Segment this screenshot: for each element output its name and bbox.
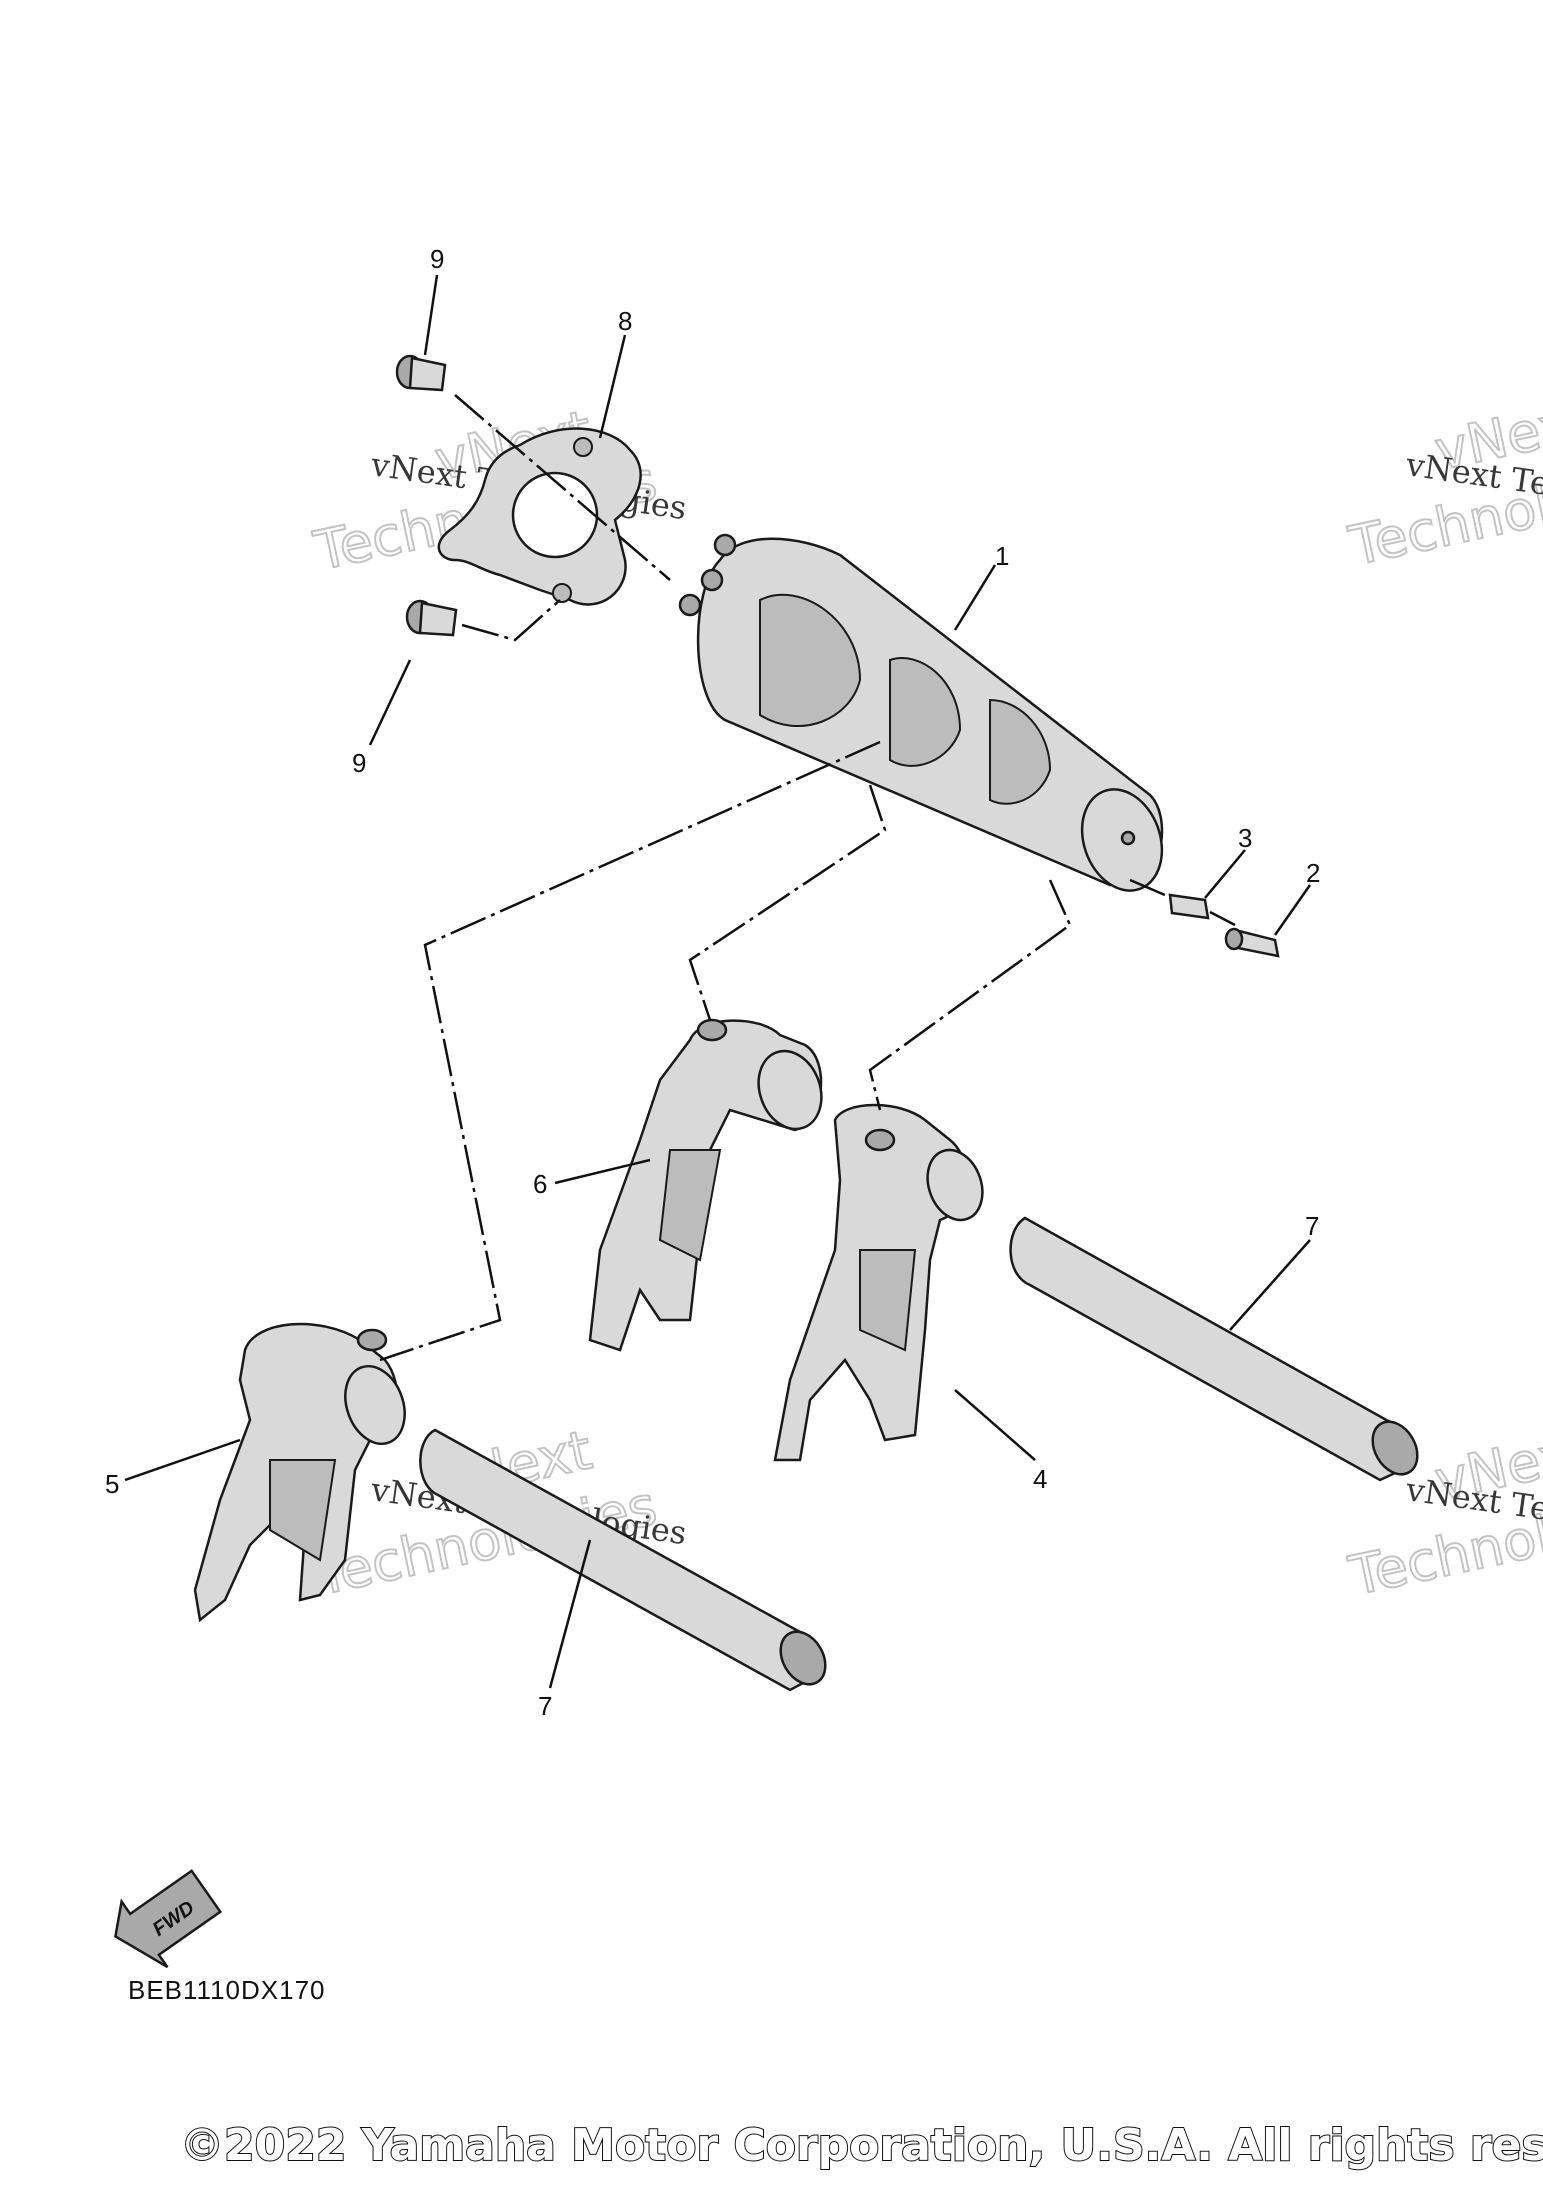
callout-8: 8 <box>618 306 632 336</box>
callout-9-top: 9 <box>430 244 444 274</box>
assembly-lines <box>379 394 1236 1362</box>
callout-3: 3 <box>1238 823 1252 853</box>
part-7-guide-bar-left <box>419 1428 827 1692</box>
part-4-shift-fork <box>773 1103 984 1462</box>
callout-7-right: 7 <box>1305 1211 1319 1241</box>
callout-6: 6 <box>533 1169 547 1199</box>
part-2-screw <box>1224 927 1280 958</box>
part-9-bolt-bottom <box>405 599 458 637</box>
callout-1: 1 <box>995 541 1009 571</box>
part-7-guide-bar-right <box>1009 1216 1419 1482</box>
fwd-arrow-icon: FWD <box>114 1869 223 1969</box>
part-9-bolt-top <box>395 354 447 392</box>
watermark-top-right: vNext Technologies vNext Technologies <box>1343 387 1543 579</box>
callout-7-left: 7 <box>538 1691 552 1721</box>
part-8-segment <box>437 427 642 606</box>
leader-lines <box>124 274 1312 1689</box>
part-3-pin <box>1168 893 1210 920</box>
part-5-shift-fork <box>193 1322 406 1623</box>
callout-5: 5 <box>105 1469 119 1499</box>
callout-4: 4 <box>1033 1464 1047 1494</box>
callout-2: 2 <box>1306 858 1320 888</box>
copyright-notice: ©2022 Yamaha Motor Corporation, U.S.A. A… <box>180 2120 1543 2171</box>
part-1-shift-drum <box>678 533 1164 892</box>
drawing-code: BEB1110DX170 <box>128 1975 326 2005</box>
part-6-shift-fork <box>588 1018 823 1352</box>
callout-9-bottom: 9 <box>352 748 366 778</box>
